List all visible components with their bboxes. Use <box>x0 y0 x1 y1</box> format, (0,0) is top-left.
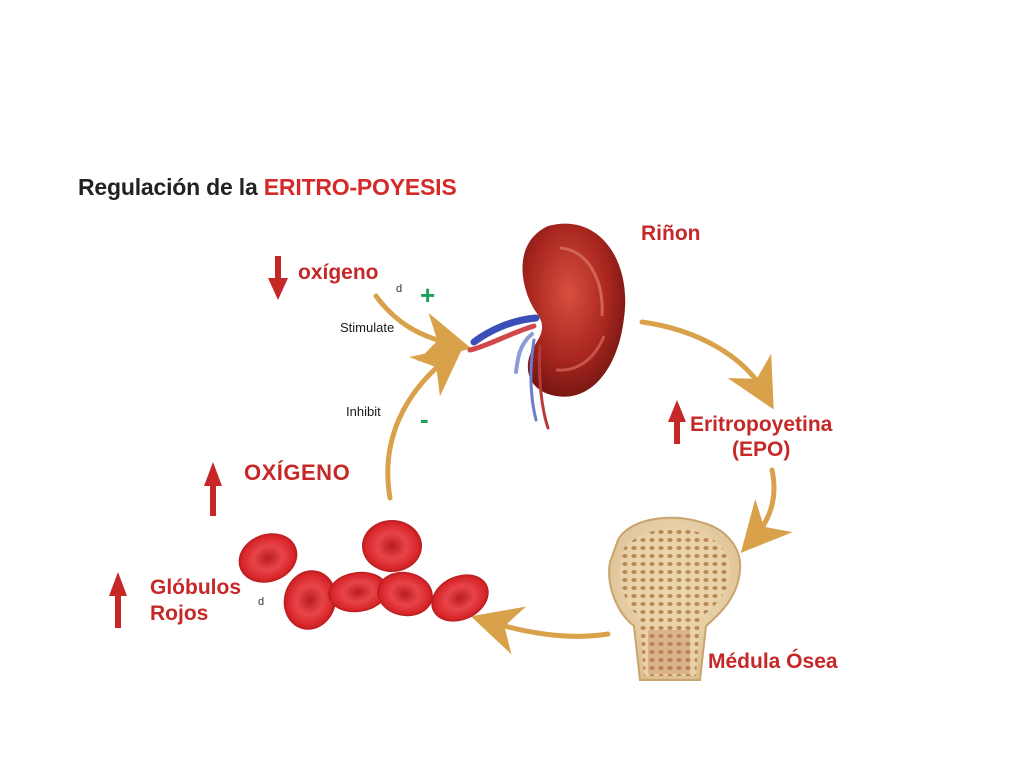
low-oxygen-label: oxígeno <box>298 261 379 284</box>
red-up-arrow-icon <box>109 572 127 628</box>
red-up-arrow-icon <box>204 462 222 516</box>
rbc-label-line2: Rojos <box>150 602 209 625</box>
text-fragment: d <box>396 283 403 295</box>
high-oxygen-label: OXÍGENO <box>244 460 351 485</box>
red-blood-cells-label: Glóbulos Rojos <box>150 575 241 627</box>
plus-sign: + <box>420 280 436 310</box>
title-prefix: Regulación de la <box>78 174 264 200</box>
arrow-inhibit <box>385 345 464 501</box>
arrow-marrow-to-rbc <box>470 606 611 655</box>
diagram-title: Regulación de la ERITRO-POYESIS <box>78 174 457 201</box>
red-up-arrow-icon <box>668 400 686 444</box>
bone-marrow-label: Médula Ósea <box>708 650 838 673</box>
arrow-epo-to-marrow <box>740 467 793 553</box>
red-blood-cells-illustration <box>238 520 489 630</box>
title-highlight: ERITRO-POYESIS <box>263 174 457 200</box>
stimulate-label: Stimulate <box>340 320 395 335</box>
kidney-label: Riñon <box>641 222 701 245</box>
arrow-stimulate <box>373 293 472 362</box>
bone-marrow-illustration <box>608 516 742 681</box>
epo-label-line1: Eritropoyetina <box>690 413 833 436</box>
epo-label-line2: (EPO) <box>732 438 791 461</box>
epo-label: Eritropoyetina (EPO) <box>690 412 832 462</box>
arrow-kidney-to-epo <box>639 319 774 410</box>
text-fragment: d <box>258 596 265 608</box>
rbc-label-line1: Glóbulos <box>150 576 241 599</box>
minus-sign: - <box>420 404 429 434</box>
inhibit-label: Inhibit <box>346 404 381 419</box>
red-down-arrow-icon <box>268 256 288 300</box>
kidney-illustration <box>467 223 626 430</box>
